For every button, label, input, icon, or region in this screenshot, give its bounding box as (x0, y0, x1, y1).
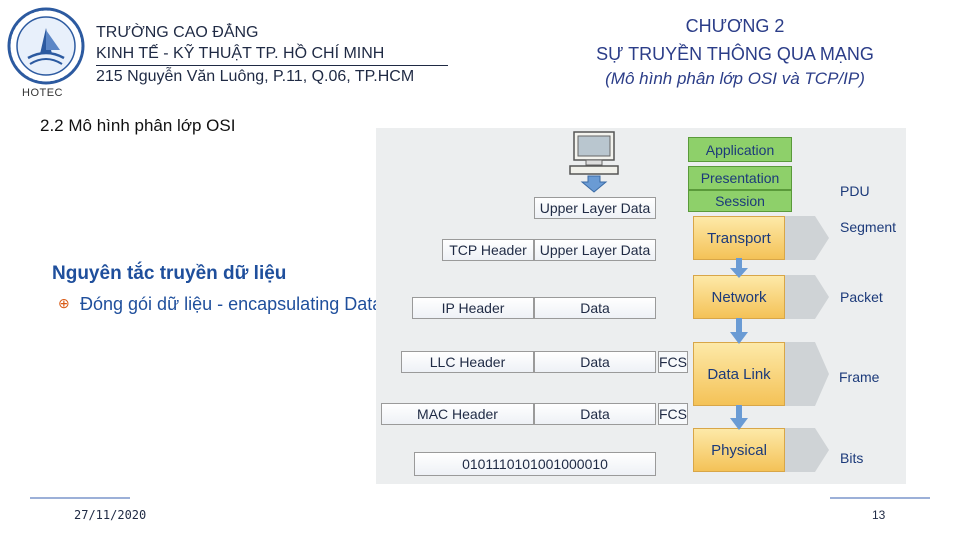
layer-data-link: Data Link (693, 342, 785, 406)
page-number: 13 (872, 508, 886, 522)
bullet-icon: ⊕ (58, 295, 70, 311)
layer-transport: Transport (693, 216, 785, 260)
mac-header-block: MAC Header (381, 403, 534, 425)
down-arrow-icon (730, 405, 748, 430)
segment-data-block: Upper Layer Data (534, 239, 656, 261)
layer-session: Session (688, 190, 792, 212)
pdu-label: PDU (840, 183, 870, 199)
footer-rule-right (830, 497, 930, 499)
upper-layer-data-block: Upper Layer Data (534, 197, 656, 219)
principle-heading: Nguyên tắc truyền dữ liệu (52, 263, 287, 284)
header-rule (96, 65, 448, 66)
footer-date: 27/11/2020 (74, 508, 147, 522)
pdu-segment: Segment (840, 219, 897, 235)
pdu-chevron-icon (785, 275, 829, 319)
down-arrow-icon (730, 318, 748, 344)
school-logo (7, 7, 85, 85)
frame-data-block: Data (534, 403, 656, 425)
layer-presentation: Presentation (688, 166, 792, 190)
school-name-line1: TRƯỜNG CAO ĐẲNG (96, 24, 259, 41)
llc-data-block: Data (534, 351, 656, 373)
section-title: 2.2 Mô hình phân lớp OSI (40, 116, 236, 135)
pdu-chevron-icon (785, 428, 829, 472)
principle-bullet: Đóng gói dữ liệu - encapsulating Data (80, 294, 383, 314)
chapter-title: CHƯƠNG 2 (685, 16, 785, 36)
pdu-bits: Bits (840, 450, 864, 466)
chapter-note: (Mô hình phân lớp OSI và TCP/IP) (605, 69, 865, 88)
pdu-packet: Packet (840, 289, 883, 305)
school-name-line2: KINH TẾ - KỸ THUẬT TP. HỒ CHÍ MINH (96, 45, 385, 62)
layer-application: Application (688, 137, 792, 162)
ip-header-block: IP Header (412, 297, 534, 319)
pdu-chevron-icon (785, 216, 829, 260)
pdu-frame: Frame (839, 369, 880, 385)
tcp-header-block: TCP Header (442, 239, 534, 261)
logo-text: HOTEC (22, 87, 63, 99)
computer-icon (569, 131, 619, 193)
down-arrow-icon (730, 258, 748, 278)
pdu-chevron-icon (785, 342, 829, 406)
llc-fcs-block: FCS (658, 351, 688, 373)
layer-physical: Physical (693, 428, 785, 472)
school-address: 215 Nguyễn Văn Luông, P.11, Q.06, TP.HCM (96, 68, 415, 85)
llc-header-block: LLC Header (401, 351, 534, 373)
layer-network: Network (693, 275, 785, 319)
packet-data-block: Data (534, 297, 656, 319)
footer-rule-left (30, 497, 130, 499)
chapter-subtitle: SỰ TRUYỀN THÔNG QUA MẠNG (596, 44, 874, 64)
bits-block: 0101110101001000010 (414, 452, 656, 476)
mac-fcs-block: FCS (658, 403, 688, 425)
